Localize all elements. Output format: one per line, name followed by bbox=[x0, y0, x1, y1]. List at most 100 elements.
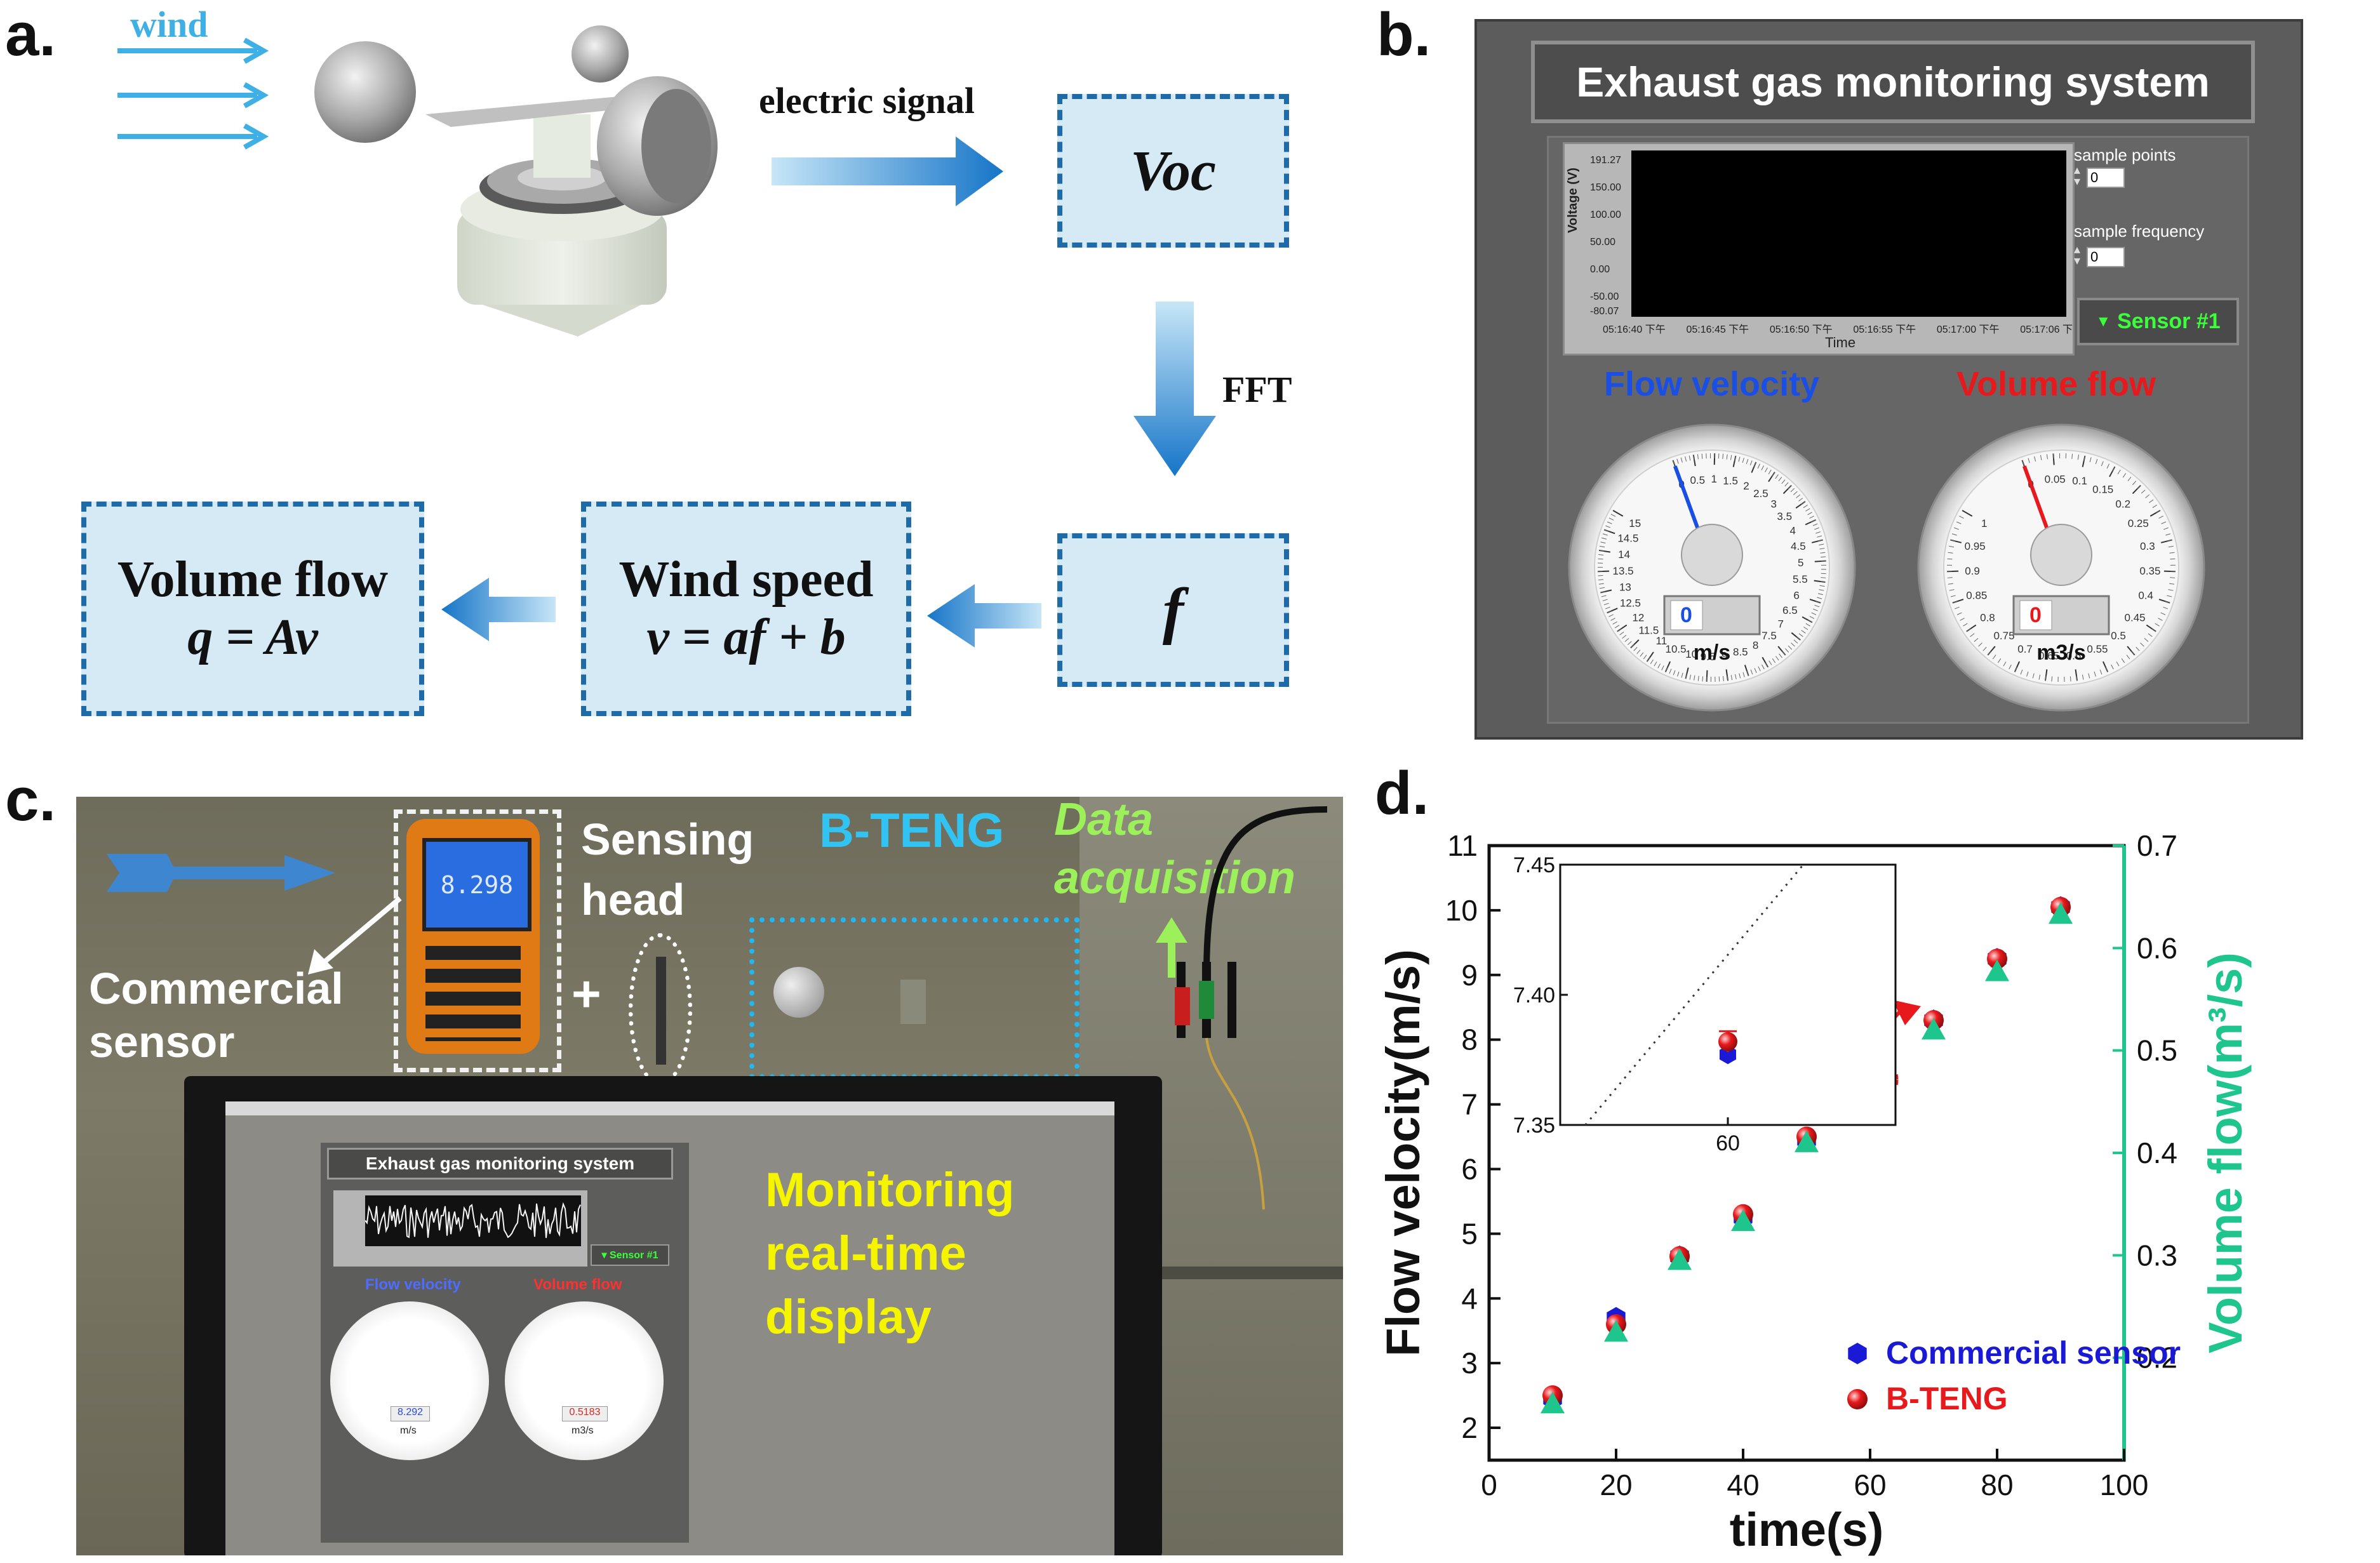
gauge-minor-tick bbox=[1750, 669, 1753, 675]
gauge-tick-label: 0.55 bbox=[2087, 643, 2108, 655]
gauge-minor-tick bbox=[1768, 660, 1772, 665]
gauge-tick-label: 0.9 bbox=[1965, 565, 1980, 577]
gauge-tick-label: 13 bbox=[1619, 582, 1631, 594]
gauge-tick-label: 0.85 bbox=[1966, 589, 1987, 601]
keypad bbox=[425, 946, 521, 1041]
gauge-minor-tick bbox=[2088, 673, 2090, 679]
panel-d-label: d. bbox=[1375, 759, 1429, 827]
y2-tick-label: 0.4 bbox=[2137, 1136, 2177, 1169]
gauge-minor-tick bbox=[1801, 501, 1806, 505]
gauge-value: 0 bbox=[2029, 603, 2042, 627]
gauge-minor-tick bbox=[1600, 542, 1606, 543]
gauge-minor-tick bbox=[1665, 667, 1668, 672]
gauge-minor-tick bbox=[2021, 460, 2024, 465]
gauge-tick-label: 6 bbox=[1793, 589, 1799, 601]
sample-frequency-spinner-icon[interactable]: ▴▾ bbox=[2074, 243, 2081, 268]
commercial-sensor-outline bbox=[394, 809, 561, 1072]
gauge-minor-tick bbox=[2071, 453, 2073, 459]
gauge-tick-label: 9 bbox=[1721, 650, 1727, 662]
arrow-down-icon bbox=[1133, 302, 1216, 476]
y2-axis-label: Volume flow(m³/s) bbox=[2199, 952, 2252, 1353]
gauge-minor-tick bbox=[1805, 508, 1810, 512]
gauge-minor-tick bbox=[2069, 676, 2071, 682]
gauge-minor-tick bbox=[1955, 606, 1960, 609]
gauge-minor-tick bbox=[1600, 591, 1606, 593]
gauge-minor-tick bbox=[2169, 552, 2175, 554]
y-tick: -80.07 bbox=[1590, 306, 1619, 317]
gauge-minor-tick bbox=[1685, 674, 1687, 679]
gauge-minor-tick bbox=[2163, 606, 2168, 609]
wind-label: wind bbox=[130, 4, 208, 45]
y-tick: 191.27 bbox=[1590, 155, 1621, 166]
gauge-tick-label: 4.5 bbox=[1791, 540, 1806, 552]
gauge-minor-tick bbox=[1949, 545, 1955, 548]
y-tick-label: 7 bbox=[1461, 1088, 1478, 1121]
gauge-minor-tick bbox=[2167, 539, 2172, 542]
gauge-tick-label: 0.95 bbox=[1965, 540, 1986, 552]
inset-frame bbox=[1559, 863, 1897, 1126]
sample-points-input[interactable] bbox=[2087, 168, 2125, 188]
inset-trend-line bbox=[1584, 864, 1804, 1126]
legend-commercial-marker bbox=[1848, 1343, 1867, 1364]
gauge-minor-tick bbox=[1765, 662, 1768, 668]
gauge-minor-tick bbox=[1669, 668, 1672, 674]
gauge-minor-tick bbox=[1619, 632, 1624, 635]
gauge-tick-label: 0.2 bbox=[2115, 498, 2130, 510]
gauge-minor-tick bbox=[2082, 674, 2084, 680]
gauge-minor-tick bbox=[1676, 458, 1679, 464]
gauge-minor-tick bbox=[2136, 647, 2140, 651]
gauge-minor-tick bbox=[1673, 670, 1676, 675]
x-tick: 05:17:00 下午 bbox=[1936, 324, 2000, 335]
screen-left-unit: m/s bbox=[400, 1425, 417, 1436]
gauge-minor-tick bbox=[2158, 515, 2163, 519]
gauge-tick-label: 9.5 bbox=[1701, 651, 1716, 663]
gauge-minor-tick bbox=[1819, 585, 1825, 587]
gauge-minor-tick bbox=[1636, 649, 1641, 655]
frequency-box: f bbox=[1057, 533, 1289, 687]
commercial-sensor-label: Commercial sensor bbox=[89, 962, 344, 1068]
gauge-tick-label: 0.4 bbox=[2138, 589, 2153, 601]
gauge-minor-tick bbox=[1614, 625, 1620, 629]
gauge-minor-tick bbox=[1950, 595, 1956, 597]
gauge-tick-label: 1 bbox=[1981, 517, 1987, 529]
gauge-minor-tick bbox=[2137, 485, 2141, 489]
gauge-minor-tick bbox=[1723, 676, 1724, 682]
gauge-minor-tick bbox=[1788, 645, 1792, 650]
gauge-minor-tick bbox=[1963, 623, 1968, 627]
gauge-minor-tick bbox=[1603, 529, 1609, 532]
gauge-tick-label: 0.8 bbox=[1980, 611, 1995, 623]
gauge-minor-tick bbox=[1978, 642, 1982, 647]
monitor: Exhaust gas monitoring system ▾ Sensor #… bbox=[184, 1076, 1162, 1555]
gauge-minor-tick bbox=[2168, 589, 2174, 591]
sensor-select[interactable]: ▼ Sensor #1 bbox=[2077, 298, 2239, 345]
screen-app: Exhaust gas monitoring system ▾ Sensor #… bbox=[321, 1143, 689, 1543]
gauge-tick-label: 14.5 bbox=[1617, 533, 1638, 545]
label-line: display bbox=[765, 1290, 932, 1344]
gauge-minor-tick bbox=[1798, 498, 1803, 502]
gauge-minor-tick bbox=[1951, 533, 1957, 536]
gauge-tick-label: 0.6 bbox=[2066, 650, 2082, 662]
gauge-minor-tick bbox=[1956, 612, 1962, 615]
gauge-tick-label: 7 bbox=[1778, 618, 1784, 630]
gauge-minor-tick bbox=[1817, 535, 1822, 538]
sample-points-spinner-icon[interactable]: ▴▾ bbox=[2074, 163, 2081, 189]
gauge-tick-label: 10.5 bbox=[1666, 643, 1687, 655]
sample-frequency-input[interactable] bbox=[2087, 247, 2125, 267]
gauge-minor-tick bbox=[1754, 668, 1757, 673]
gauge-minor-tick bbox=[2045, 675, 2047, 681]
gauge-minor-tick bbox=[1607, 521, 1612, 524]
gauge-minor-tick bbox=[1628, 641, 1632, 646]
gauge-minor-tick bbox=[1680, 457, 1683, 463]
gauge-unit: m/s bbox=[1694, 641, 1731, 665]
gauge-minor-tick bbox=[1948, 552, 1953, 554]
volume-flow-point bbox=[1795, 1130, 1819, 1152]
screen-left-gauge: 8.292 m/s bbox=[330, 1301, 489, 1460]
gauge-minor-tick bbox=[2117, 469, 2121, 475]
gauge-minor-tick bbox=[1677, 671, 1680, 677]
gauge-minor-tick bbox=[1778, 477, 1782, 482]
x-tick-label: 80 bbox=[1981, 1468, 2013, 1501]
gauge-minor-tick bbox=[1793, 639, 1798, 644]
gauge-minor-tick bbox=[1772, 472, 1775, 477]
volume-flow-point bbox=[1668, 1248, 1692, 1270]
